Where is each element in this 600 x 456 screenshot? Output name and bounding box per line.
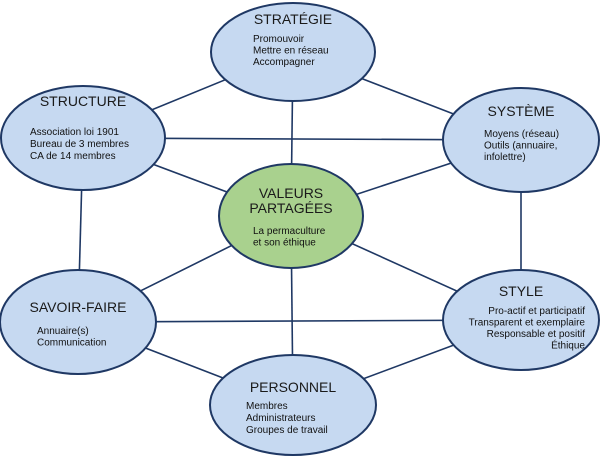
node-text-line: Transparent et exemplaire bbox=[469, 318, 586, 329]
node-ellipse bbox=[442, 87, 600, 193]
node-ellipse bbox=[0, 269, 157, 375]
node-text-line: Membres bbox=[246, 401, 288, 412]
node-text-line: Administrateurs bbox=[246, 413, 315, 424]
node-text-line: Communication bbox=[37, 338, 106, 349]
node-text-line: Association loi 1901 bbox=[30, 127, 119, 138]
node-style: STYLE Pro-actif et participatifTransparen… bbox=[442, 269, 600, 371]
node-text-line: Groupes de travail bbox=[246, 425, 328, 436]
node-text-line: Éthique bbox=[551, 339, 585, 352]
node-text-line: Mettre en réseau bbox=[253, 46, 329, 57]
node-ellipse bbox=[210, 2, 376, 102]
node-text-line: Moyens (réseau) bbox=[484, 129, 559, 140]
node-text-line: et son éthique bbox=[253, 238, 316, 249]
node-systeme: SYSTÈME Moyens (réseau)Outils (annuaire,i… bbox=[442, 87, 600, 193]
node-title: PERSONNEL bbox=[250, 379, 337, 395]
node-text-line: Bureau de 3 membres bbox=[30, 139, 129, 150]
node-ellipse bbox=[442, 269, 600, 371]
node-text-line: CA de 14 membres bbox=[30, 151, 116, 162]
node-title: SAVOIR-FAIRE bbox=[30, 299, 127, 315]
node-title: STRUCTURE bbox=[40, 93, 126, 109]
node-title: SYSTÈME bbox=[488, 103, 555, 119]
node-text-line: La permaculture bbox=[253, 226, 326, 237]
node-text-line: Responsable et positif bbox=[487, 329, 586, 340]
node-text-line: Outils (annuaire, bbox=[484, 141, 557, 152]
node-text-line: infolettre) bbox=[484, 152, 526, 163]
node-title: VALEURS bbox=[259, 185, 323, 201]
node-ellipse bbox=[218, 163, 364, 269]
node-text-line: Promouvoir bbox=[253, 34, 305, 45]
node-text-line: Accompagner bbox=[253, 57, 315, 68]
node-ellipse bbox=[209, 354, 377, 456]
node-title: STRATÉGIE bbox=[254, 11, 332, 27]
node-text-line: Annuaire(s) bbox=[37, 326, 89, 337]
node-title: STYLE bbox=[499, 283, 543, 299]
node-title: PARTAGÉES bbox=[249, 200, 332, 216]
node-text-line: Pro-actif et participatif bbox=[488, 306, 585, 317]
node-ellipse bbox=[0, 85, 166, 191]
node-savoir-faire: SAVOIR-FAIRE Annuaire(s)Communication bbox=[0, 269, 157, 375]
